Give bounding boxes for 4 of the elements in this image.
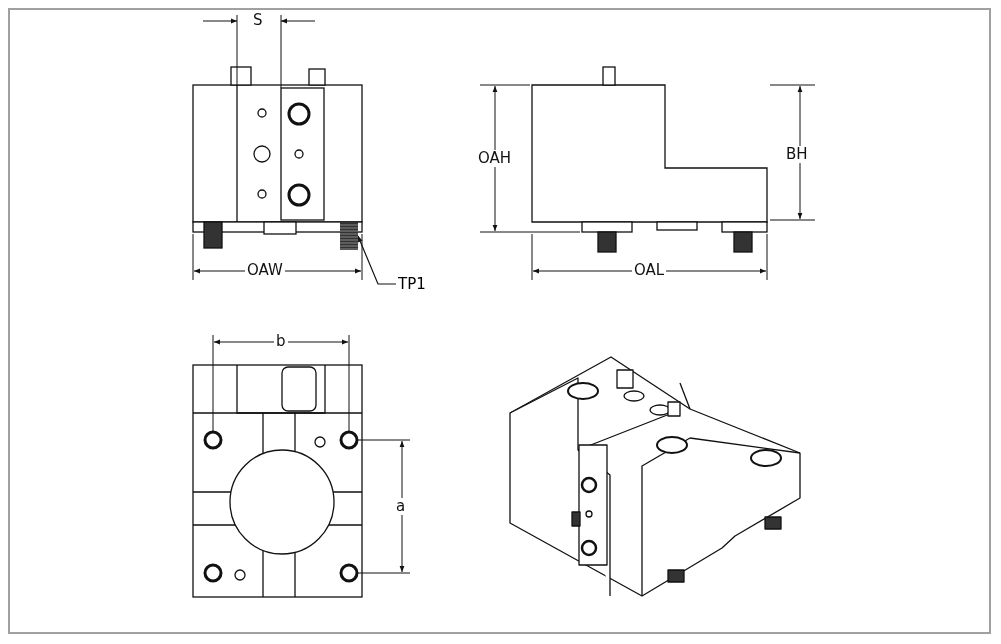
dimension-label: BH [784,146,810,163]
callout-label: TP1 [398,274,434,294]
threaded-stud-drawing [340,222,358,250]
leader-line [357,235,397,285]
